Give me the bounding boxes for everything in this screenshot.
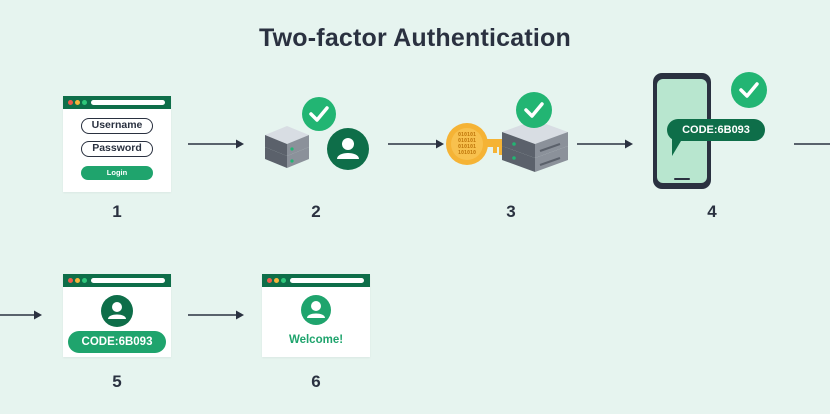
address-bar bbox=[91, 100, 165, 105]
username-field: Username bbox=[81, 118, 153, 134]
user-avatar-icon bbox=[327, 128, 369, 170]
step-number-1: 1 bbox=[112, 202, 122, 221]
check-icon bbox=[731, 72, 767, 108]
check-icon bbox=[516, 92, 552, 128]
window-titlebar bbox=[262, 274, 370, 287]
address-bar bbox=[91, 278, 165, 283]
digital-key-icon bbox=[446, 123, 505, 165]
welcome-message: Welcome! bbox=[288, 334, 344, 346]
arrow-4-out bbox=[794, 143, 830, 145]
login-button: Login bbox=[81, 166, 153, 180]
welcome-window: Welcome! bbox=[262, 274, 370, 357]
step-number-6: 6 bbox=[311, 372, 321, 391]
close-dot bbox=[68, 100, 73, 105]
speech-bubble-tail bbox=[672, 136, 684, 156]
check-icon bbox=[302, 97, 336, 131]
arrow-2-3 bbox=[388, 139, 444, 149]
binary-line: 010101 bbox=[457, 132, 477, 138]
user-avatar-icon bbox=[101, 295, 133, 327]
step-number-5: 5 bbox=[112, 372, 122, 391]
maximize-dot bbox=[82, 100, 87, 105]
minimize-dot bbox=[75, 100, 80, 105]
login-window: Username Password Login bbox=[63, 96, 171, 192]
user-avatar-icon bbox=[301, 295, 331, 325]
binary-line: 010101 bbox=[457, 138, 477, 144]
binary-line: 010101 bbox=[457, 144, 477, 150]
step-number-4: 4 bbox=[707, 202, 717, 221]
minimize-dot bbox=[75, 278, 80, 283]
step-number-2: 2 bbox=[311, 202, 321, 221]
maximize-dot bbox=[281, 278, 286, 283]
step-number-3: 3 bbox=[506, 202, 516, 221]
arrow-1-2 bbox=[188, 139, 244, 149]
arrow-in-5 bbox=[0, 310, 42, 320]
password-field: Password bbox=[81, 141, 153, 157]
close-dot bbox=[68, 278, 73, 283]
arrow-3-4 bbox=[577, 139, 633, 149]
code-message-bubble: CODE:6B093 bbox=[667, 119, 765, 141]
arrow-5-6 bbox=[188, 310, 244, 320]
maximize-dot bbox=[82, 278, 87, 283]
server-icon bbox=[502, 120, 568, 172]
code-entry-pill: CODE:6B093 bbox=[68, 331, 166, 353]
code-verification-window: CODE:6B093 bbox=[63, 274, 171, 357]
window-titlebar bbox=[63, 274, 171, 287]
minimize-dot bbox=[274, 278, 279, 283]
diagram-title: Two-factor Authentication bbox=[259, 24, 571, 52]
address-bar bbox=[290, 278, 364, 283]
binary-line: 101010 bbox=[457, 150, 477, 156]
window-titlebar bbox=[63, 96, 171, 109]
key-binary-text: 010101 010101 010101 101010 bbox=[452, 132, 482, 156]
close-dot bbox=[267, 278, 272, 283]
server-icon bbox=[265, 126, 309, 168]
